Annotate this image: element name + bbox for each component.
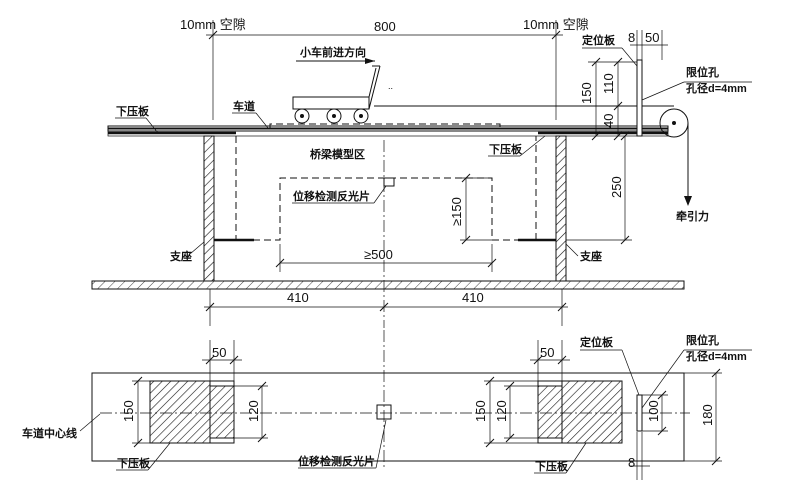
support-right-label: 支座	[579, 249, 602, 263]
dim-40: 40	[601, 114, 616, 128]
cart	[292, 65, 381, 124]
reflector-plan	[376, 404, 392, 420]
dim-ge500: ≥500	[364, 247, 393, 262]
pier-left	[203, 135, 215, 282]
press-plate-plan-left-label: 下压板	[117, 456, 151, 470]
plan-outline	[91, 372, 685, 462]
dim-50-plan-right: 50	[540, 345, 554, 360]
bridge-zone-label: 桥梁模型区	[310, 147, 365, 161]
press-plate-left-label: 下压板	[116, 104, 150, 118]
dim-110: 110	[601, 73, 616, 94]
dim-410-left: 410	[287, 290, 309, 305]
dim-50-plan-left: 50	[212, 345, 226, 360]
positioning-plate	[636, 59, 643, 137]
dim-ge150: ≥150	[449, 197, 464, 226]
direction-label: 小车前进方向	[299, 45, 366, 59]
limit-hole-label: 限位孔	[686, 65, 719, 79]
dim-250: 250	[609, 176, 624, 198]
pier-right	[555, 135, 567, 282]
reflector-side-label: 位移检测反光片	[293, 189, 370, 203]
dim-180: 180	[700, 404, 715, 426]
dim-50-side: 50	[645, 30, 659, 45]
gap-right-label: 10mm 空隙	[523, 17, 589, 32]
span-label: 800	[374, 19, 396, 34]
press-plate-plan-left	[149, 380, 235, 444]
traction-label: 牵引力	[676, 209, 709, 223]
positioning-plate-plan	[636, 394, 643, 432]
svg-text:..: ..	[388, 81, 393, 91]
dim-100: 100	[646, 400, 661, 422]
dim-150-plan-right: 150	[473, 400, 488, 422]
hole-dia-plan-label: 孔径d=4mm	[686, 349, 747, 363]
dim-120-plan-right: 120	[494, 400, 509, 422]
press-plate-plan-right-label: 下压板	[535, 459, 569, 473]
bridge-top-dashed	[236, 123, 538, 129]
dim-150-side: 150	[579, 82, 594, 104]
reflector-side	[383, 177, 395, 187]
dim-8-side: 8	[628, 30, 635, 45]
lane-label: 车道	[233, 99, 255, 113]
support-left-label: 支座	[169, 249, 192, 263]
dim-150-plan-left: 150	[121, 400, 136, 422]
positioning-plate-plan-label: 定位板	[580, 335, 614, 349]
dim-120-plan-left: 120	[246, 400, 261, 422]
positioning-plate-label: 定位板	[582, 33, 616, 47]
dim-8-plan: 8	[628, 455, 635, 470]
lane-centerline-label: 车道中心线	[22, 426, 77, 440]
press-plate-plan-right	[537, 380, 623, 444]
plan-view: 车道中心线 位移检测反光片 150 120 50 下压板	[22, 330, 752, 480]
hole-dia-label: 孔径d=4mm	[686, 81, 747, 95]
gap-left-label: 10mm 空隙	[180, 17, 246, 32]
reflector-plan-label: 位移检测反光片	[298, 454, 375, 468]
limit-hole-plan-label: 限位孔	[686, 333, 719, 347]
press-plate-right-label: 下压板	[489, 142, 523, 156]
dim-410-right: 410	[462, 290, 484, 305]
base-slab	[91, 280, 685, 290]
side-view: 800 10mm 空隙 10mm 空隙 小车前进方向 ..	[91, 17, 752, 328]
